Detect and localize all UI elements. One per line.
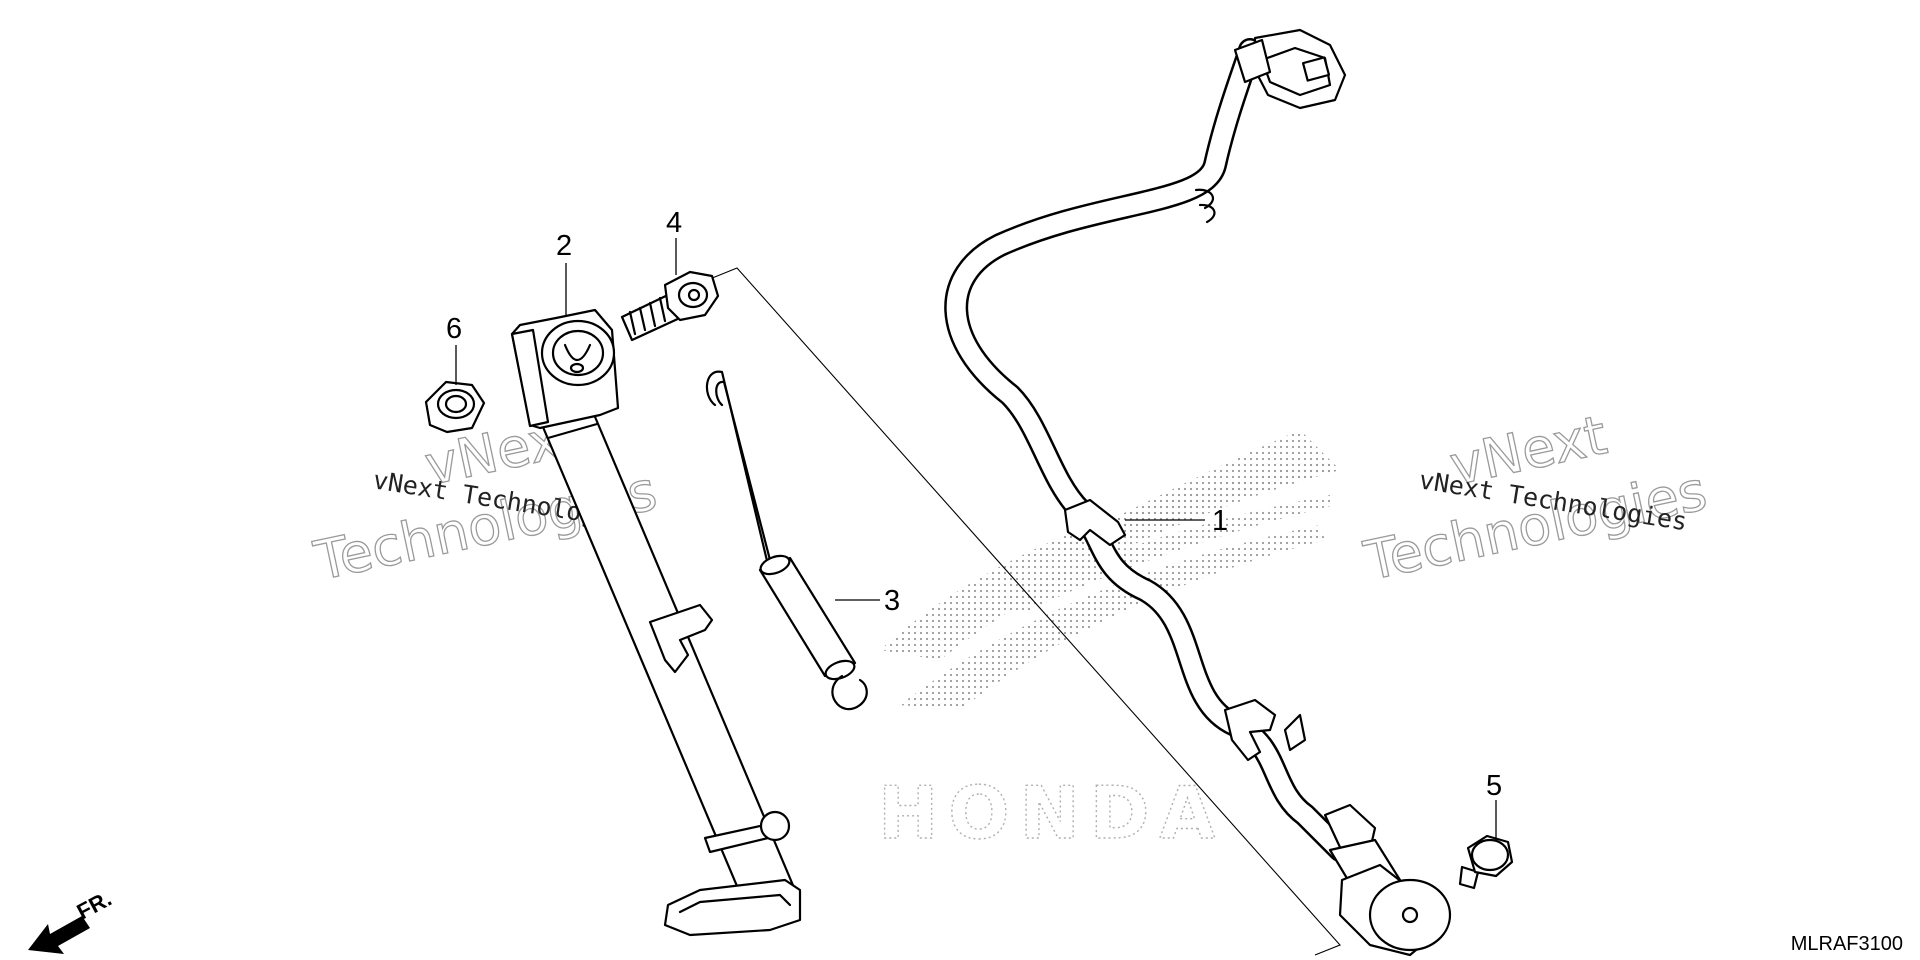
diagram-code: MLRAF3100 xyxy=(1791,933,1903,955)
arrow-left-icon xyxy=(28,916,90,954)
part-6-nut xyxy=(424,380,486,434)
leader-lines xyxy=(455,238,1497,840)
part-2-side-stand xyxy=(510,308,802,937)
part-4-bolt xyxy=(620,270,720,342)
part-1-harness xyxy=(944,28,1452,957)
callout-1: 1 xyxy=(1212,505,1228,537)
callout-4: 4 xyxy=(666,207,682,239)
callout-6: 6 xyxy=(446,313,462,345)
watermark-right: vNext Technologies vNext Technologies xyxy=(1358,403,1713,594)
callout-2: 2 xyxy=(556,230,572,262)
background-logo-text: HONDA xyxy=(878,771,1225,855)
callout-labels: 1 2 3 4 5 6 xyxy=(446,207,1502,802)
background-wing-logo xyxy=(880,430,1340,710)
front-direction-indicator: FR. xyxy=(28,886,116,954)
callout-5: 5 xyxy=(1486,770,1502,802)
part-5-bolt xyxy=(1458,834,1514,890)
part-3-spring xyxy=(705,370,868,711)
callout-3: 3 xyxy=(884,585,900,617)
